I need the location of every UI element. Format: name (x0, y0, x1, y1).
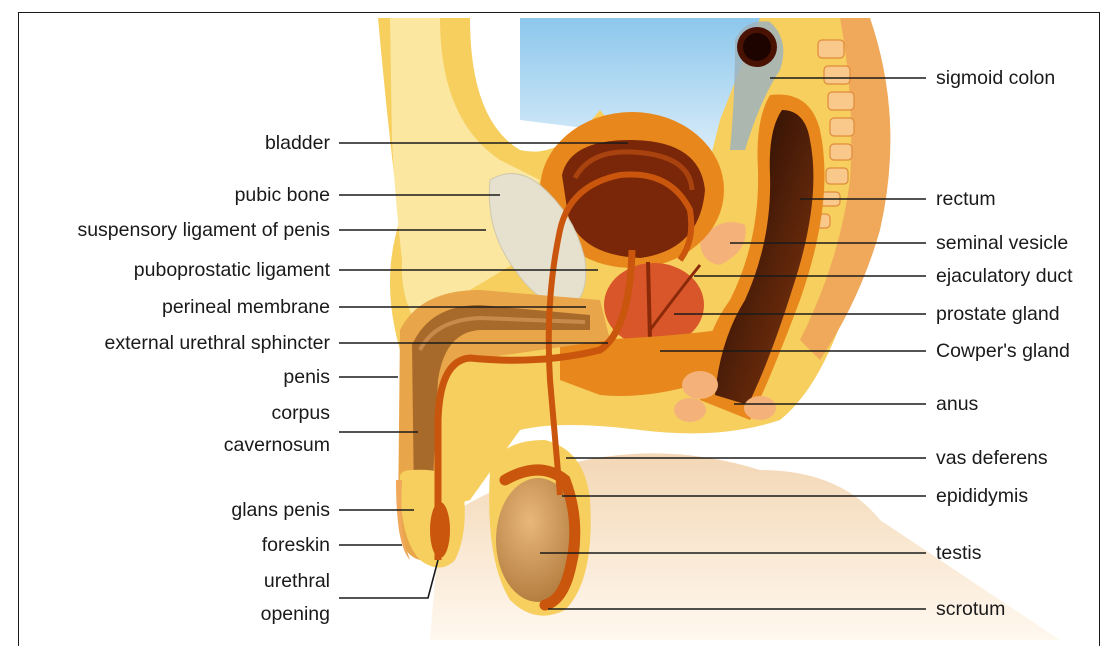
label-epididymis: epididymis (936, 485, 1028, 507)
label-corpus-line1: corpus (271, 402, 330, 424)
label-cowpers-gland: Cowper's gland (936, 340, 1070, 362)
label-perineal-membrane: perineal membrane (162, 296, 330, 318)
label-urethral-line2: opening (261, 603, 330, 625)
label-rectum: rectum (936, 188, 996, 210)
label-penis: penis (283, 366, 330, 388)
label-sigmoid-colon: sigmoid colon (936, 67, 1055, 89)
label-testis: testis (936, 542, 982, 564)
label-ejaculatory-duct: ejaculatory duct (936, 265, 1073, 287)
label-suspensory-ligament: suspensory ligament of penis (77, 219, 330, 241)
label-corpus-line2: cavernosum (224, 434, 330, 456)
label-urethral-line1: urethral (264, 570, 330, 592)
label-seminal-vesicle: seminal vesicle (936, 232, 1068, 254)
label-bladder: bladder (265, 132, 330, 154)
label-prostate-gland: prostate gland (936, 303, 1060, 325)
label-scrotum: scrotum (936, 598, 1005, 620)
label-vas-deferens: vas deferens (936, 447, 1048, 469)
label-pubic-bone: pubic bone (235, 184, 330, 206)
label-external-urethral-sphincter: external urethral sphincter (105, 332, 330, 354)
label-foreskin: foreskin (262, 534, 330, 556)
label-puboprostatic-ligament: puboprostatic ligament (134, 259, 330, 281)
label-anus: anus (936, 393, 978, 415)
label-glans-penis: glans penis (231, 499, 330, 521)
